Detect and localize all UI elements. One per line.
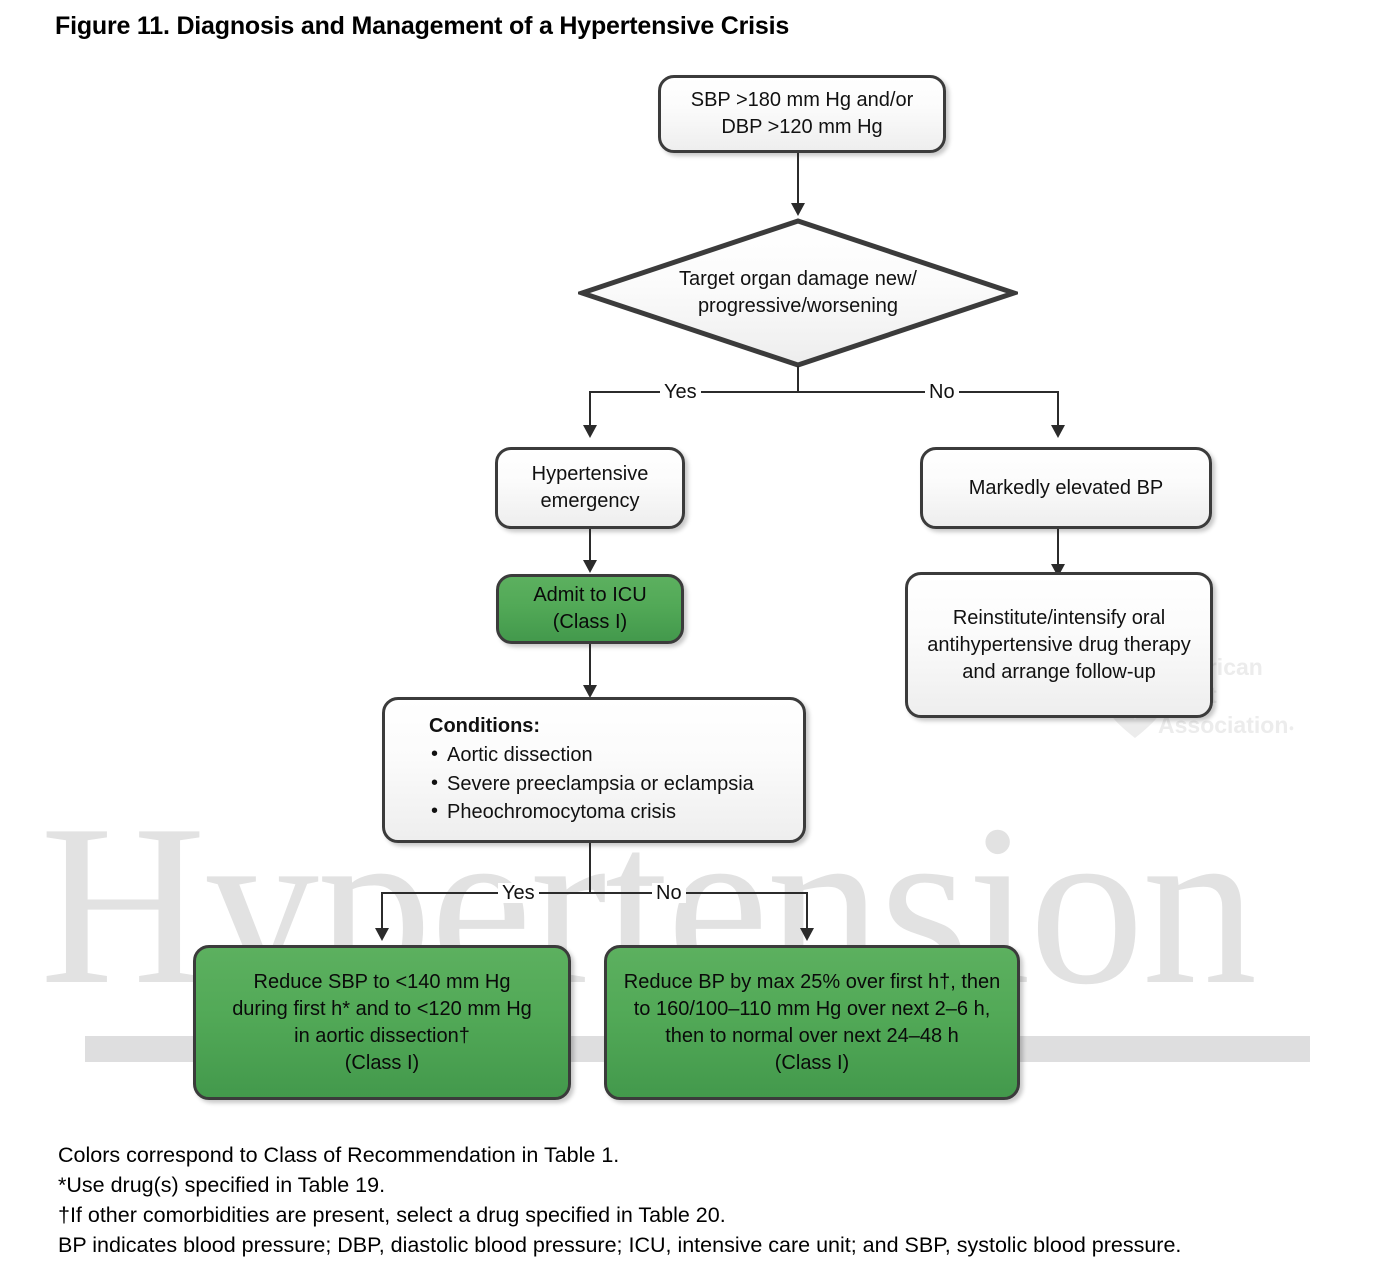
connector-conditions-stem: [589, 843, 591, 893]
node-admit-to-icu-line-2: (Class I): [552, 611, 628, 633]
node-conditions-list: Aortic dissection Severe preeclampsia or…: [429, 740, 803, 826]
connector-conditions-yes-drop: [381, 892, 383, 934]
connector-criteria-to-decision: [797, 153, 799, 205]
connector-conditions-no-drop: [806, 892, 808, 934]
node-conditions: Conditions: Aortic dissection Severe pre…: [382, 697, 806, 843]
arrowhead-emergency-to-icu: [583, 560, 597, 573]
node-reduce-bp-line-2: to 160/100–110 mm Hg over next 2–6 h,: [633, 997, 991, 1020]
connector-decision-yes-drop: [589, 391, 591, 429]
node-reduce-sbp-line-4: (Class I): [344, 1051, 420, 1074]
node-bp-criteria: SBP >180 mm Hg and/or DBP >120 mm Hg: [658, 75, 946, 153]
node-admit-to-icu-line-1: Admit to ICU: [533, 584, 647, 606]
connector-conditions-crossbar: [381, 892, 808, 894]
node-markedly-elevated-bp-line-1: Markedly elevated BP: [968, 476, 1164, 499]
connector-emergency-to-icu: [589, 529, 591, 563]
arrowhead-decision-yes: [583, 425, 597, 438]
node-hypertensive-emergency-line-2: emergency: [540, 490, 640, 512]
node-reduce-sbp-line-2: during first h* and to <120 mm Hg: [232, 997, 532, 1020]
node-bp-criteria-line-2: DBP >120 mm Hg: [721, 116, 883, 138]
node-reinstitute-oral-therapy: Reinstitute/intensify oral antihypertens…: [905, 572, 1213, 718]
node-conditions-heading: Conditions:: [429, 715, 541, 738]
figure-footnotes: Colors correspond to Class of Recommenda…: [58, 1140, 1358, 1260]
branch-label-organ-damage-yes: Yes: [660, 382, 701, 402]
node-hypertensive-emergency-line-1: Hypertensive: [531, 463, 649, 485]
node-reduce-bp-line-3: then to normal over next 24–48 h: [665, 1024, 959, 1047]
node-reduce-bp-line-1: Reduce BP by max 25% over first h†, then: [623, 970, 1001, 993]
list-item: Severe preeclampsia or eclampsia: [431, 769, 803, 798]
connector-icu-to-conditions: [589, 644, 591, 694]
arrowhead-conditions-yes: [375, 928, 389, 941]
node-markedly-elevated-bp: Markedly elevated BP: [920, 447, 1212, 529]
decision-diamond-shape: [578, 218, 1018, 368]
node-reduce-bp-line-4: (Class I): [774, 1051, 850, 1074]
node-reduce-sbp-aortic-dissection: Reduce SBP to <140 mm Hg during first h*…: [193, 945, 571, 1100]
footnote-dagger: †If other comorbidities are present, sel…: [58, 1203, 726, 1227]
branch-label-conditions-yes: Yes: [498, 883, 539, 903]
node-reduce-sbp-line-3: in aortic dissection†: [294, 1024, 470, 1047]
node-admit-to-icu: Admit to ICU (Class I): [496, 574, 684, 644]
connector-elevated-to-reinstitute: [1057, 529, 1059, 567]
node-target-organ-damage-decision: Target organ damage new/ progressive/wor…: [578, 217, 1018, 369]
connector-decision-no-drop: [1057, 391, 1059, 429]
arrowhead-icu-to-conditions: [583, 685, 597, 698]
list-item: Aortic dissection: [431, 740, 803, 769]
arrowhead-criteria-to-decision: [791, 203, 805, 216]
node-reduce-sbp-line-1: Reduce SBP to <140 mm Hg: [253, 970, 511, 993]
figure-title: Figure 11. Diagnosis and Management of a…: [55, 12, 790, 40]
connector-decision-crossbar: [589, 391, 1059, 393]
node-reduce-bp-stepwise: Reduce BP by max 25% over first h†, then…: [604, 945, 1020, 1100]
node-reinstitute-line-3: and arrange follow-up: [962, 660, 1156, 683]
node-hypertensive-emergency: Hypertensive emergency: [495, 447, 685, 529]
footnote-colors: Colors correspond to Class of Recommenda…: [58, 1143, 620, 1167]
connector-decision-stem: [797, 366, 799, 392]
branch-label-organ-damage-no: No: [925, 382, 959, 402]
node-reinstitute-line-2: antihypertensive drug therapy: [927, 633, 1191, 656]
node-reinstitute-line-1: Reinstitute/intensify oral: [952, 606, 1166, 629]
arrowhead-conditions-no: [800, 928, 814, 941]
footnote-asterisk: *Use drug(s) specified in Table 19.: [58, 1173, 386, 1197]
footnote-abbreviations: BP indicates blood pressure; DBP, diasto…: [58, 1233, 1182, 1257]
arrowhead-decision-no: [1051, 425, 1065, 438]
list-item: Pheochromocytoma crisis: [431, 797, 803, 826]
node-bp-criteria-line-1: SBP >180 mm Hg and/or: [690, 89, 914, 111]
branch-label-conditions-no: No: [652, 883, 686, 903]
